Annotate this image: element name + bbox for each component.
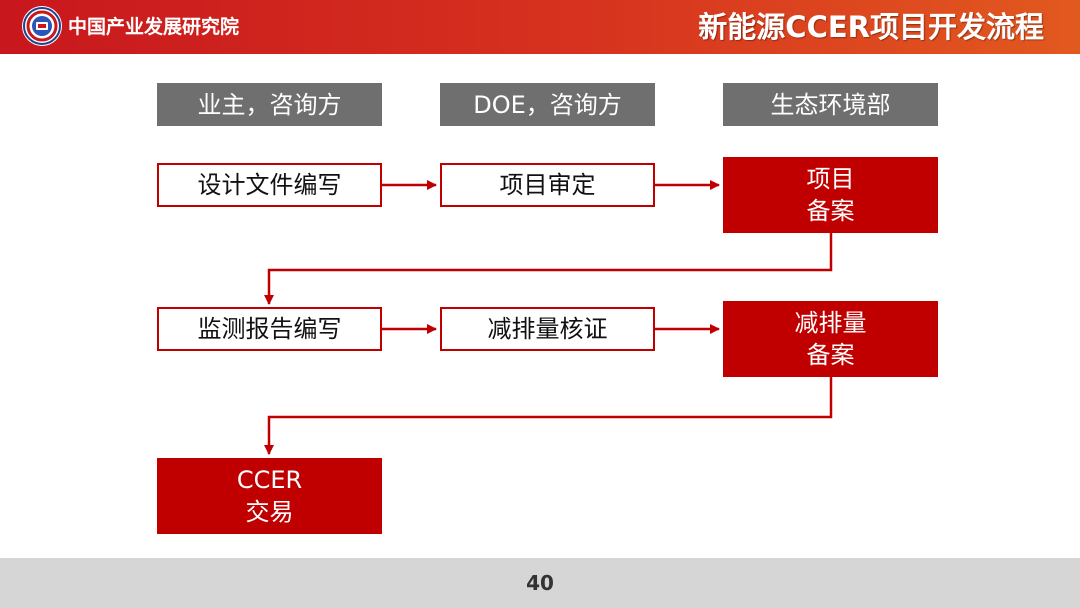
step-reduction-filing: 减排量 备案 bbox=[723, 301, 938, 377]
role-ministry-ecology-environment: 生态环境部 bbox=[723, 83, 938, 126]
step-ccer-trading: CCER 交易 bbox=[157, 458, 382, 534]
arrow-reduction-filing-to-trading bbox=[264, 377, 833, 455]
organization-name: 中国产业发展研究院 bbox=[68, 16, 240, 38]
footer-bar: 40 bbox=[0, 558, 1080, 608]
page-title: 新能源CCER项目开发流程 bbox=[698, 10, 1044, 44]
page-number: 40 bbox=[526, 571, 554, 595]
step-design-document: 设计文件编写 bbox=[157, 163, 382, 207]
step-reduction-verification: 减排量核证 bbox=[440, 307, 655, 351]
arrow-project-filing-to-monitoring bbox=[264, 233, 833, 305]
institute-logo-icon bbox=[22, 6, 62, 46]
role-doe-consultant: DOE，咨询方 bbox=[440, 83, 655, 126]
step-monitoring-report: 监测报告编写 bbox=[157, 307, 382, 351]
step-project-filing: 项目 备案 bbox=[723, 157, 938, 233]
role-owner-consultant: 业主，咨询方 bbox=[157, 83, 382, 126]
step-project-validation: 项目审定 bbox=[440, 163, 655, 207]
header-bar: 中国产业发展研究院 新能源CCER项目开发流程 bbox=[0, 0, 1080, 54]
